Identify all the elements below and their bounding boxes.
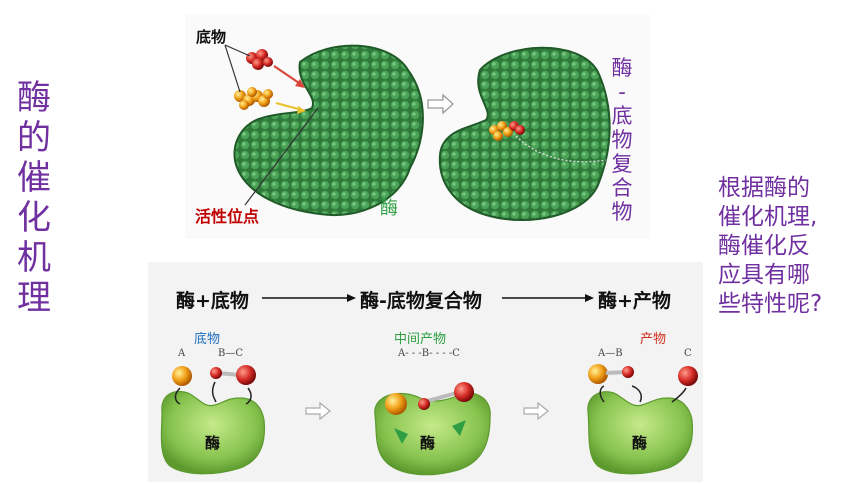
question-line: 催化机理, bbox=[718, 204, 818, 230]
title-char: 机 bbox=[17, 238, 51, 278]
bound-molecule-a bbox=[385, 393, 407, 415]
title-char: 的 bbox=[17, 118, 51, 158]
stage2-abc: A- - -B- - - -C bbox=[398, 348, 460, 359]
green-arrow-left bbox=[394, 428, 408, 444]
stage2-enzyme: 酶 bbox=[420, 434, 436, 452]
bound-molecule-c bbox=[454, 382, 474, 402]
green-arrow-right bbox=[452, 420, 466, 436]
molecule-a bbox=[172, 366, 192, 386]
red-arrow bbox=[273, 65, 303, 86]
transition-arrow bbox=[427, 93, 454, 115]
title-char: 化 bbox=[17, 198, 51, 238]
substrate-label: 底物 bbox=[196, 28, 227, 46]
question-text: 根据酶的 催化机理, 酶催化反 应具有哪 些特性呢? bbox=[718, 174, 858, 319]
stage1-a: A bbox=[178, 348, 186, 359]
product-c bbox=[678, 366, 698, 386]
complex-label: 酶 - 底 物 复 合 物 bbox=[611, 56, 633, 224]
enzyme-label: 酶 bbox=[380, 198, 398, 219]
equation-complex: 酶-底物复合物 bbox=[360, 290, 482, 312]
equation-reactants: 酶+底物 bbox=[176, 290, 249, 312]
question-line: 根据酶的 bbox=[718, 175, 810, 201]
stage3-label: 产物 bbox=[640, 332, 667, 347]
enzyme-blob-stage1 bbox=[160, 390, 266, 475]
substrate-orange-molecule bbox=[234, 87, 273, 110]
question-line: 些特性呢? bbox=[718, 291, 823, 317]
stage1-enzyme: 酶 bbox=[205, 434, 221, 452]
stage3-c: C bbox=[684, 348, 692, 359]
stage1-label: 底物 bbox=[194, 332, 221, 347]
enzyme-protein-shape bbox=[233, 44, 424, 217]
enzyme-blob-stage2 bbox=[374, 392, 491, 476]
stage3-ab: A—B bbox=[598, 348, 623, 359]
title-char: 酶 bbox=[17, 78, 51, 118]
stage3-enzyme: 酶 bbox=[632, 434, 648, 452]
active-site-label: 活性位点 bbox=[195, 207, 260, 226]
question-line: 应具有哪 bbox=[718, 262, 810, 288]
title-char: 催 bbox=[17, 158, 51, 198]
molecule-b bbox=[210, 367, 222, 379]
title-char: 理 bbox=[17, 278, 51, 318]
enzyme-substrate-complex-shape bbox=[438, 46, 611, 222]
bound-molecule-b bbox=[418, 398, 430, 410]
product-a bbox=[588, 364, 608, 384]
equation-products: 酶+产物 bbox=[598, 290, 671, 312]
enzyme-blob-stage3 bbox=[587, 391, 694, 475]
substrate-red-molecule bbox=[246, 49, 273, 70]
stage2-label: 中间产物 bbox=[394, 332, 447, 347]
stage1-bc: B—C bbox=[218, 348, 243, 359]
product-b bbox=[622, 366, 634, 378]
bound-substrate bbox=[489, 121, 525, 141]
molecule-c bbox=[236, 365, 256, 385]
stage-arrow-1 bbox=[305, 401, 331, 421]
stage-arrow-2 bbox=[523, 401, 549, 421]
question-line: 酶催化反 bbox=[718, 233, 810, 259]
page-title: 酶 的 催 化 机 理 bbox=[14, 78, 54, 318]
